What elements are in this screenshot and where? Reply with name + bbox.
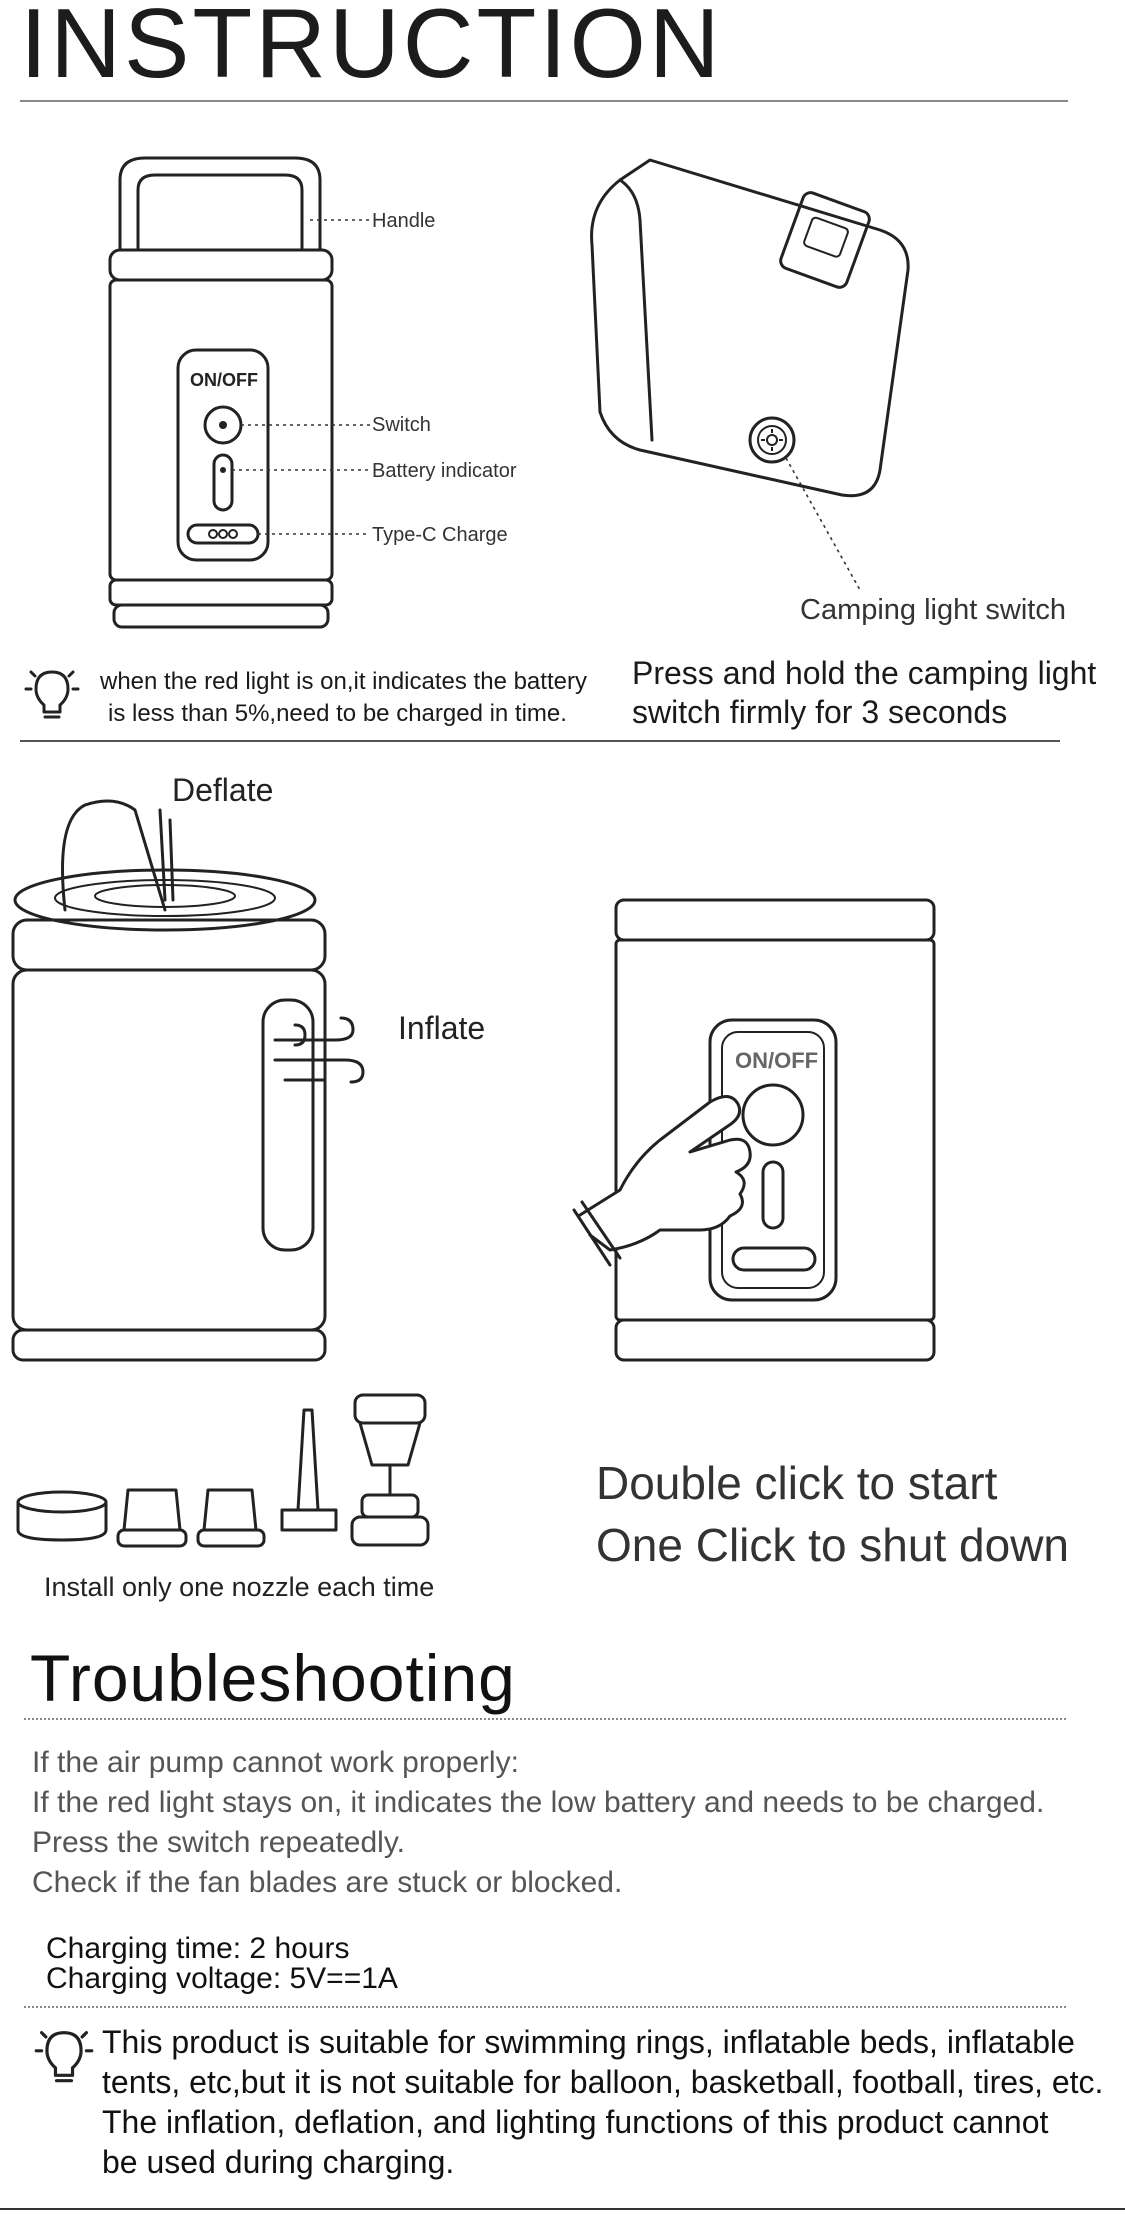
ts-line-2: If the red light stays on, it indicates … (32, 1786, 1045, 1819)
tip-line-2: is less than 5%,need to be charged in ti… (108, 700, 567, 728)
click-line-2: One Click to shut down (596, 1519, 1070, 1572)
charging-voltage: Charging voltage: 5V==1A (46, 1962, 398, 1995)
camping-hold-instruction: Press and hold the camping light switch … (632, 654, 1096, 732)
lightbulb-icon (34, 2031, 94, 2083)
pump-bottom-diagram (590, 158, 910, 591)
handle-label: Handle (372, 210, 436, 232)
switch-label: Switch (372, 414, 431, 436)
nozzle-cup-2 (196, 1488, 266, 1548)
note-line-3: The inflation, deflation, and lighting f… (102, 2104, 1049, 2140)
nozzle-caption: Install only one nozzle each time (44, 1572, 435, 1602)
charging-divider (24, 2006, 1066, 2008)
section-divider (20, 740, 1060, 742)
click-instruction: Double click to start One Click to shut … (596, 1452, 1069, 1576)
pump-side-diagram (11, 799, 365, 1362)
ts-line-3: Press the switch repeatedly. (32, 1826, 405, 1859)
ts-line-1: If the air pump cannot work properly: (32, 1746, 519, 1779)
onoff-front-label: ON/OFF (735, 1048, 819, 1073)
onoff-mini-label: ON/OFF (190, 370, 258, 390)
note-line-1: This product is suitable for swimming ri… (102, 2024, 1075, 2060)
footer-rule (0, 2208, 1125, 2210)
nozzle-ring (16, 1490, 108, 1542)
hand-pointer-icon (572, 1095, 752, 1267)
camping-light-label: Camping light switch (800, 594, 1066, 626)
charging-time: Charging time: 2 hours (46, 1932, 350, 1965)
nozzle-needle (280, 1408, 338, 1532)
type-c-label: Type-C Charge (372, 524, 508, 546)
nozzle-cup-1 (116, 1488, 188, 1548)
troubleshooting-title: Troubleshooting (30, 1641, 516, 1715)
inflate-label: Inflate (398, 1010, 486, 1046)
pump-front-diagram (108, 156, 370, 629)
page-title: INSTRUCTION (20, 0, 723, 98)
hold-line-2: switch firmly for 3 seconds (632, 694, 1008, 731)
note-line-2: tents, etc,but it is not suitable for ba… (102, 2064, 1104, 2100)
click-line-1: Double click to start (596, 1457, 998, 1509)
pump-hand-diagram (572, 898, 936, 1362)
deflate-label: Deflate (172, 772, 274, 808)
nozzle-adapter (350, 1393, 430, 1547)
troubleshooting-divider (24, 1718, 1066, 1720)
lightbulb-icon (24, 670, 80, 719)
title-divider (20, 100, 1068, 102)
battery-indicator-label: Battery indicator (372, 460, 517, 482)
ts-line-4: Check if the fan blades are stuck or blo… (32, 1866, 623, 1899)
tip-line-1: when the red light is on,it indicates th… (100, 668, 587, 695)
note-line-4: be used during charging. (102, 2144, 455, 2180)
nozzle-set (16, 1393, 430, 1548)
sun-icon (761, 429, 783, 451)
battery-tip: when the red light is on,it indicates th… (100, 666, 587, 731)
hold-line-1: Press and hold the camping light (632, 655, 1097, 691)
